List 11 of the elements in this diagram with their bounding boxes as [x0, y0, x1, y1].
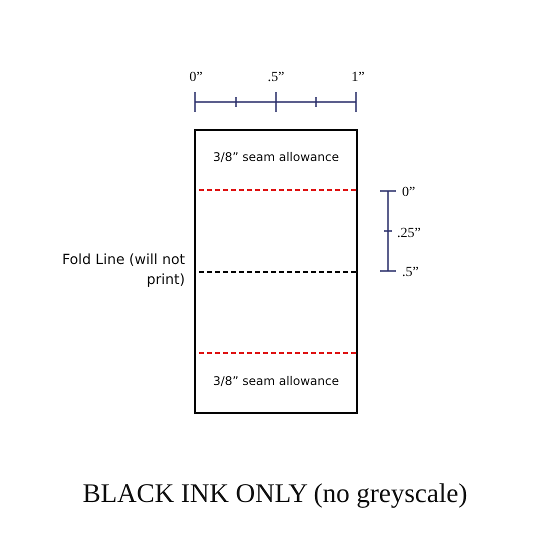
ruler-label: .5”: [266, 69, 286, 87]
ruler-label: 0”: [188, 69, 204, 87]
ruler-label: .25”: [397, 225, 422, 243]
seam-allowance-label: 3/8” seam allowance: [212, 374, 340, 388]
seam-allowance-label: 3/8” seam allowance: [212, 150, 340, 164]
ruler-label: 0”: [402, 184, 416, 202]
caption: BLACK INK ONLY (no greyscale): [82, 478, 468, 509]
ruler-label: 1”: [350, 69, 366, 87]
label-outline: [194, 129, 358, 414]
ruler-label: .5”: [402, 264, 420, 282]
fold-line-label: Fold Line (will not print): [61, 251, 185, 290]
